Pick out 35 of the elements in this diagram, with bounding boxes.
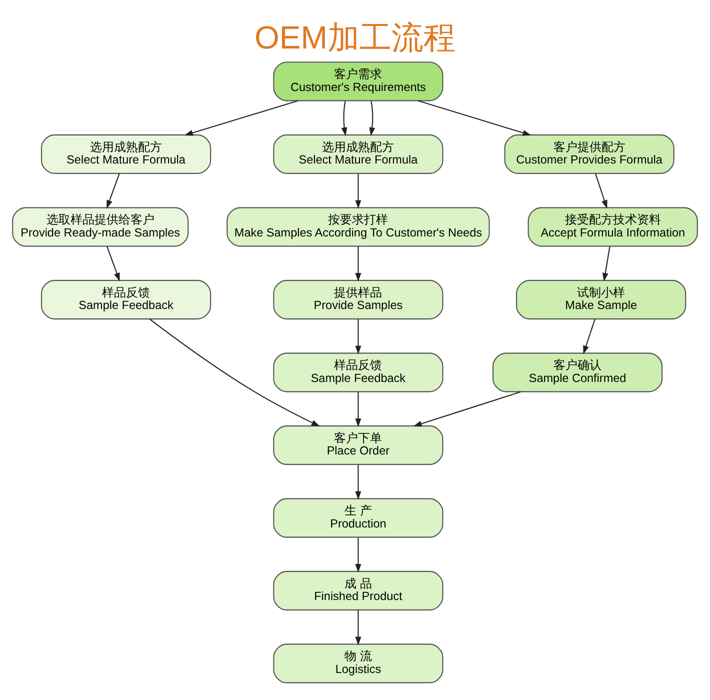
node-box: 客户提供配方 Customer Provides Formula xyxy=(504,134,674,174)
arrow xyxy=(341,100,348,136)
arrow xyxy=(583,318,596,354)
node-box: 生 产 Production xyxy=(273,498,444,538)
arrow xyxy=(149,318,320,426)
node-box: 客户确认 Sample Confirmed xyxy=(492,352,663,392)
node-box: 按要求打样 Make Samples According To Customer's Needs xyxy=(226,206,490,246)
node-box: 接受配方技术资料 Accept Formula Information xyxy=(528,206,698,246)
arrow xyxy=(355,318,362,354)
node-box: 选用成熟配方 Select Mature Formula xyxy=(40,134,212,174)
node-box: 样品反馈 Sample Feedback xyxy=(40,279,212,319)
arrow xyxy=(413,390,521,426)
arrow xyxy=(602,246,610,282)
arrow xyxy=(106,173,120,208)
arrow xyxy=(184,100,298,136)
node-box: 物 流 Logistics xyxy=(273,643,444,683)
arrow xyxy=(355,464,362,500)
node-box: 提供样品 Provide Samples xyxy=(273,279,444,319)
diagram-title: OEM加工流程 xyxy=(254,18,456,55)
node-box: 选用成熟配方 Select Mature Formula xyxy=(273,134,444,174)
arrow xyxy=(355,392,362,427)
node-box: 客户下单 Place Order xyxy=(273,424,444,464)
node-box: 选取样品提供给客户 Provide Ready-made Samples xyxy=(12,206,189,246)
arrow xyxy=(355,537,362,572)
arrow xyxy=(418,100,532,136)
arrow xyxy=(595,173,608,208)
node-box: 样品反馈 Sample Feedback xyxy=(273,352,444,392)
node-box: 客户需求 Customer's Requirements xyxy=(273,61,444,101)
arrow xyxy=(355,610,362,645)
arrow xyxy=(355,173,362,208)
arrow xyxy=(369,100,376,136)
arrow xyxy=(355,246,362,282)
node-box: 试制小样 Make Sample xyxy=(516,279,686,319)
node-box: 成 品 Finished Product xyxy=(273,570,444,610)
arrow xyxy=(106,246,120,281)
